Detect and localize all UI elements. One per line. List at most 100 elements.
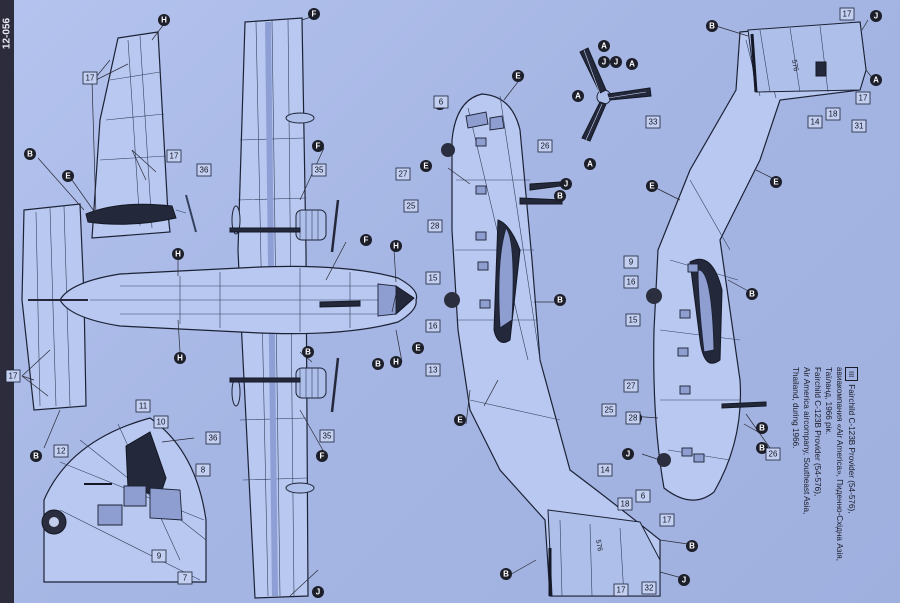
callout-number: 31	[851, 119, 867, 133]
callout-letter: E	[412, 342, 424, 354]
svg-text:16: 16	[627, 278, 636, 287]
svg-text:A: A	[587, 160, 593, 169]
callout-number: 26	[537, 139, 553, 153]
callout-number: 18	[617, 497, 633, 511]
svg-text:E: E	[649, 182, 655, 191]
callout-number: 10	[153, 415, 169, 429]
svg-text:E: E	[65, 172, 71, 181]
callout-letter: F	[360, 234, 372, 246]
svg-text:A: A	[575, 92, 581, 101]
callout-letter: E	[420, 160, 432, 172]
callout-letter: F	[308, 8, 320, 20]
svg-text:J: J	[316, 588, 320, 597]
svg-text:A: A	[873, 76, 879, 85]
svg-text:28: 28	[629, 414, 638, 423]
callout-letter: A	[584, 158, 596, 170]
callout-letter: E	[646, 180, 658, 192]
svg-text:27: 27	[399, 170, 408, 179]
svg-text:17: 17	[617, 586, 626, 595]
svg-text:E: E	[457, 416, 463, 425]
callout-number: 15	[625, 313, 641, 327]
caption-line-5: Air America aircompany, Southeast Asia,	[802, 367, 811, 515]
callout-number: 33	[645, 115, 661, 129]
svg-text:17: 17	[170, 152, 179, 161]
svg-text:B: B	[375, 360, 381, 369]
svg-text:25: 25	[407, 202, 416, 211]
svg-text:15: 15	[629, 316, 638, 325]
callout-number: 15	[425, 271, 441, 285]
callout-letter: E	[62, 170, 74, 182]
callout-letter: E	[512, 70, 524, 82]
callout-letter: A	[598, 40, 610, 52]
callout-number: 8	[195, 463, 211, 477]
callout-letter: H	[390, 240, 402, 252]
callout-number: 17	[659, 513, 675, 527]
svg-text:6: 6	[641, 492, 646, 501]
caption-line-2: авиакомпания «Air America», Пиденно-Схід…	[835, 367, 844, 561]
svg-text:17: 17	[843, 10, 852, 19]
callout-number: 6	[433, 95, 449, 109]
callout-letter: B	[24, 148, 36, 160]
svg-text:F: F	[316, 142, 321, 151]
callout-letter: B	[554, 190, 566, 202]
callout-number: 17	[5, 369, 21, 383]
svg-text:F: F	[364, 236, 369, 245]
caption-line-6: Thailand, during 1966.	[791, 367, 800, 449]
svg-text:36: 36	[200, 166, 209, 175]
svg-text:B: B	[557, 192, 563, 201]
svg-text:E: E	[773, 178, 779, 187]
callout-letter: F	[316, 450, 328, 462]
callout-letter: J	[622, 448, 634, 460]
svg-text:18: 18	[829, 110, 838, 119]
svg-text:F: F	[312, 10, 317, 19]
svg-text:B: B	[759, 444, 765, 453]
callout-letter: B	[756, 442, 768, 454]
svg-text:9: 9	[629, 258, 634, 267]
svg-text:J: J	[564, 180, 568, 189]
right-side-view: 576	[646, 21, 867, 501]
callout-letter: J	[312, 586, 324, 598]
letter-callouts: H H H H H B B B B B B E E E E F F F F J …	[24, 8, 882, 598]
callout-number: 28	[427, 219, 443, 233]
svg-text:E: E	[415, 344, 421, 353]
svg-text:25: 25	[605, 406, 614, 415]
top-view	[21, 17, 418, 599]
callout-letter: H	[158, 14, 170, 26]
callout-number: 16	[425, 319, 441, 333]
svg-text:B: B	[749, 290, 755, 299]
number-boxes: 17 17 17 36 35 36 35 11 10 12 8 7 9 6 26…	[5, 7, 871, 597]
callout-number: 35	[319, 429, 335, 443]
callout-number: 26	[765, 447, 781, 461]
callout-letter: J	[560, 178, 572, 190]
callout-letter: J	[610, 56, 622, 68]
callout-number: 9	[151, 549, 167, 563]
svg-text:A: A	[601, 42, 607, 51]
callout-letter: F	[312, 140, 324, 152]
left-side-view: 576	[441, 93, 661, 597]
callout-number: 12	[53, 444, 69, 458]
svg-text:15: 15	[429, 274, 438, 283]
callout-letter: B	[500, 568, 512, 580]
svg-text:13: 13	[429, 366, 438, 375]
svg-text:J: J	[614, 58, 618, 67]
callout-letter: E	[454, 414, 466, 426]
callout-number: 28	[625, 411, 641, 425]
callout-number: 17	[839, 7, 855, 21]
svg-text:6: 6	[439, 98, 444, 107]
svg-text:B: B	[305, 348, 311, 357]
svg-text:26: 26	[769, 450, 778, 459]
callout-number: 18	[825, 107, 841, 121]
callout-number: 16	[623, 275, 639, 289]
callout-letter: J	[870, 10, 882, 22]
callout-number: 13	[425, 363, 441, 377]
callout-letter: B	[706, 20, 718, 32]
caption-line-3: Таїланд, 1966 рік.	[824, 367, 833, 435]
callout-number: 6	[635, 489, 651, 503]
svg-text:E: E	[515, 72, 521, 81]
callout-number: 17	[82, 71, 98, 85]
svg-text:B: B	[27, 150, 33, 159]
svg-text:B: B	[689, 542, 695, 551]
svg-text:33: 33	[649, 118, 658, 127]
